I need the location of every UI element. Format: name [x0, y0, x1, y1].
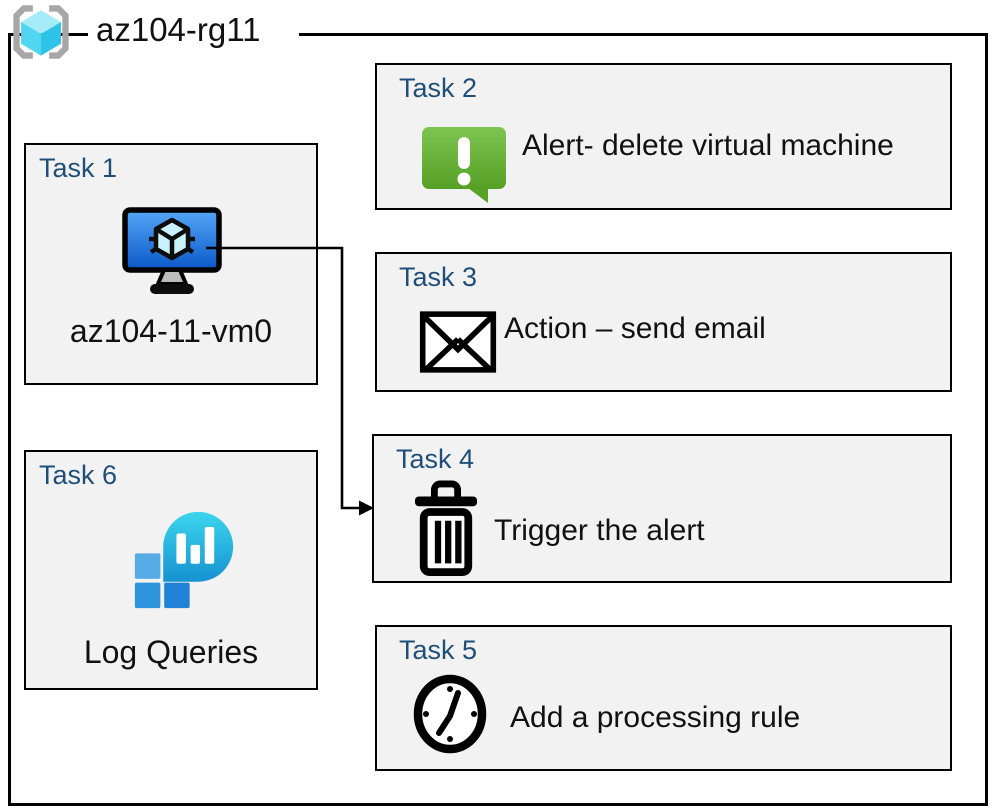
task-3-label: Action – send email [504, 312, 766, 345]
task-1-title: Task 1 [39, 153, 118, 183]
task-1-label: az104-11-vm0 [69, 313, 273, 349]
task-3-card: Task 3 Action – send email [375, 252, 952, 392]
resource-group-icon [13, 5, 69, 59]
task-3-title: Task 3 [399, 262, 478, 292]
resource-group-boundary [8, 33, 988, 806]
task-1-card: Task 1 az104-11-vm0 [24, 143, 318, 385]
task-6-card: Task 6 Log Queries [24, 450, 318, 690]
resource-group-label: az104-rg11 [88, 9, 299, 55]
task-4-title: Task 4 [396, 444, 475, 474]
task-5-title: Task 5 [399, 635, 478, 665]
task-4-label: Trigger the alert [494, 514, 705, 547]
task-4-card: Task 4 Trigger the alert [372, 434, 952, 583]
log-queries-icon [134, 511, 234, 609]
task-2-label: Alert- delete virtual machine [522, 129, 894, 162]
task-5-label: Add a processing rule [510, 701, 801, 734]
trash-icon [415, 480, 477, 576]
email-icon [419, 311, 497, 373]
task-2-title: Task 2 [399, 73, 478, 103]
task-6-label: Log Queries [83, 634, 259, 670]
task-5-card: Task 5 Add a processing rule [375, 625, 952, 771]
task-6-title: Task 6 [39, 460, 118, 490]
virtual-machine-icon [122, 207, 222, 294]
resource-group-header: az104-rg11 [12, 4, 299, 60]
task-2-card: Task 2 Alert- delete virtual machine [375, 63, 952, 210]
clock-icon [413, 674, 487, 754]
alert-icon [422, 127, 506, 203]
